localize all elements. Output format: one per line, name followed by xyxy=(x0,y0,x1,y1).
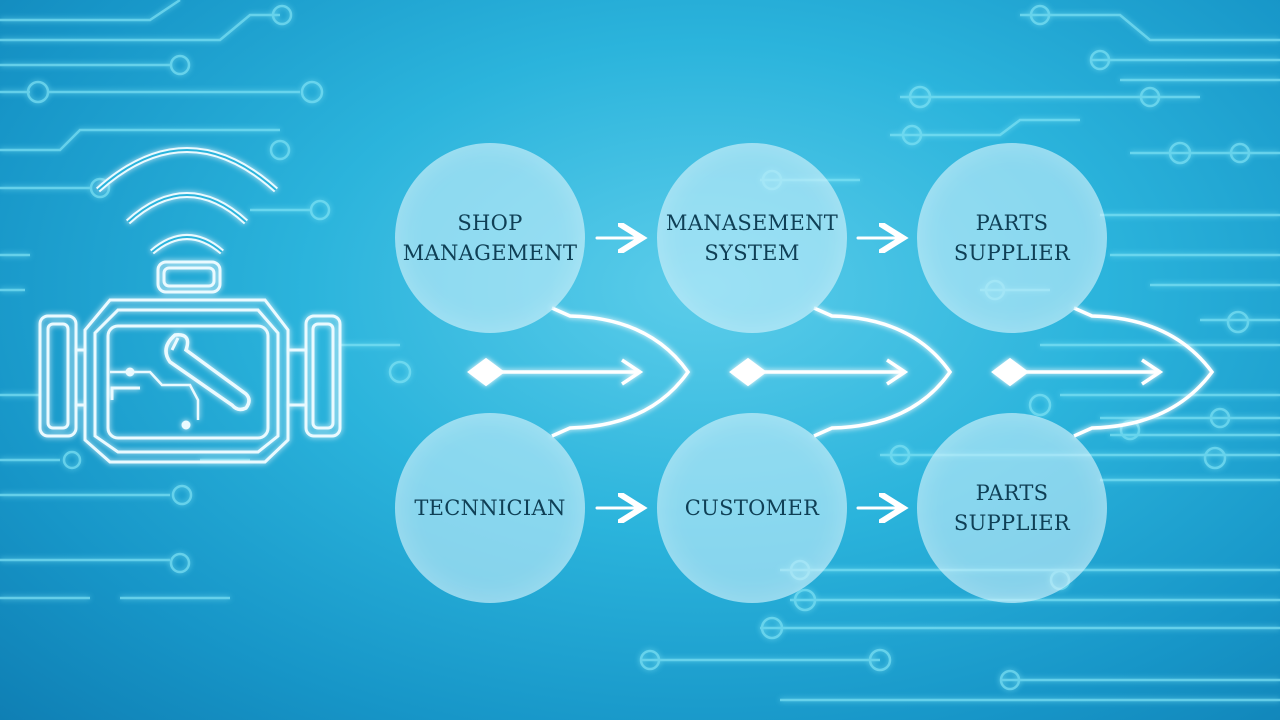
node-management-system: MANASEMENT SYSTEM xyxy=(657,143,847,333)
node-label: PARTS SUPPLIER xyxy=(953,211,1071,265)
node-parts-supplier-top: PARTS SUPPLIER xyxy=(917,143,1107,333)
merge-arrow-1 xyxy=(467,306,691,438)
node-technician: TECNNICIAN xyxy=(395,413,585,603)
node-label: CUSTOMER xyxy=(684,496,820,520)
node-label: SHOP MANAGEMENT xyxy=(402,211,578,265)
circuit-traces xyxy=(0,0,1280,702)
flow-arrows xyxy=(595,238,897,508)
merge-arrow-3 xyxy=(991,306,1215,438)
merge-arrows xyxy=(467,306,1215,438)
node-shop-management: SHOP MANAGEMENT xyxy=(395,143,585,333)
node-label: PARTS SUPPLIER xyxy=(953,481,1071,535)
merge-arrow-2 xyxy=(729,306,953,438)
node-parts-supplier-bottom: PARTS SUPPLIER xyxy=(917,413,1107,603)
node-customer: CUSTOMER xyxy=(657,413,847,603)
node-label: TECNNICIAN xyxy=(414,496,566,520)
engine-wrench-icon xyxy=(38,147,342,464)
node-label: MANASEMENT SYSTEM xyxy=(665,211,839,265)
